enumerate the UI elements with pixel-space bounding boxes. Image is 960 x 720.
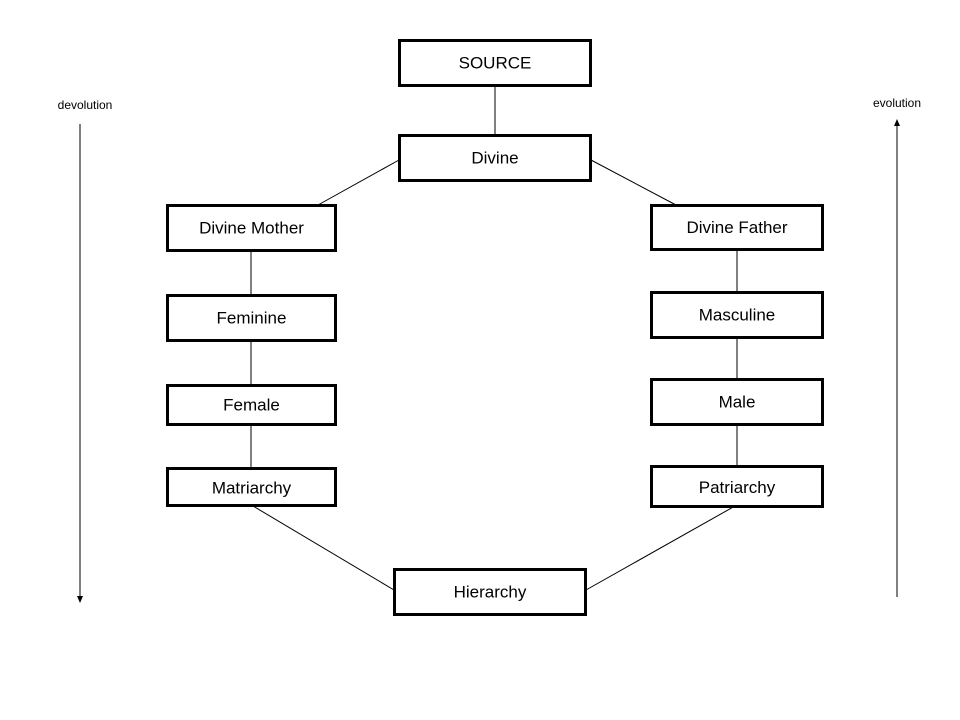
- node-box: [166, 294, 337, 342]
- node-hierarchy: Hierarchy: [393, 568, 587, 616]
- node-label: Hierarchy: [454, 583, 527, 602]
- edge-divine-divine-father: [590, 159, 677, 206]
- devolution-indicator: devolution: [58, 98, 113, 603]
- node-masculine: Masculine: [650, 291, 824, 339]
- arrow-down-icon: [77, 596, 83, 603]
- node-box: [166, 467, 337, 507]
- node-patriarchy: Patriarchy: [650, 465, 824, 508]
- node-matriarchy: Matriarchy: [166, 467, 337, 507]
- evolution-indicator: evolution: [873, 96, 921, 597]
- evolution-label: evolution: [873, 96, 921, 110]
- node-divine: Divine: [398, 134, 592, 182]
- edge-divine-divine-mother: [317, 159, 400, 206]
- node-label: Patriarchy: [699, 478, 776, 497]
- node-label: Divine Father: [686, 218, 787, 237]
- connectors: [250, 85, 738, 591]
- node-box: [398, 39, 592, 87]
- edge-patriarchy-hierarchy: [585, 505, 736, 591]
- node-label: Matriarchy: [212, 479, 292, 498]
- node-box: [650, 291, 824, 339]
- node-label: Divine: [471, 149, 518, 168]
- arrow-up-icon: [894, 119, 900, 126]
- devolution-label: devolution: [58, 98, 113, 112]
- node-box: [166, 384, 337, 426]
- node-label: SOURCE: [459, 54, 532, 73]
- node-box: [398, 134, 592, 182]
- node-box: [650, 465, 824, 508]
- node-female: Female: [166, 384, 337, 426]
- node-source: SOURCE: [398, 39, 592, 87]
- node-divine-mother: Divine Mother: [166, 204, 337, 252]
- node-label: Divine Mother: [199, 219, 304, 238]
- node-box: [650, 378, 824, 426]
- node-label: Female: [223, 396, 280, 415]
- node-feminine: Feminine: [166, 294, 337, 342]
- node-divine-father: Divine Father: [650, 204, 824, 251]
- node-box: [650, 204, 824, 251]
- node-label: Feminine: [217, 309, 287, 328]
- node-male: Male: [650, 378, 824, 426]
- edge-matriarchy-hierarchy: [252, 505, 395, 591]
- node-box: [393, 568, 587, 616]
- node-label: Masculine: [699, 306, 776, 325]
- node-label: Male: [719, 393, 756, 412]
- node-box: [166, 204, 337, 252]
